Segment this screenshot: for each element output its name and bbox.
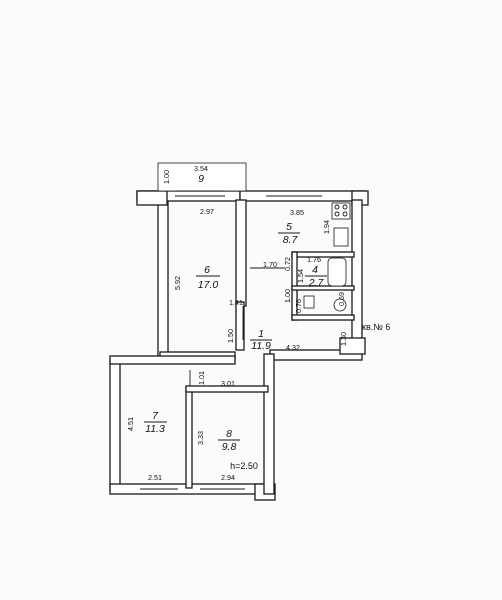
wall-room6-left [157,194,169,361]
balcony-room-9 [157,162,247,192]
burner-icon [342,211,348,217]
windows [140,162,322,495]
dim-hall-length: 4.32 [286,343,300,352]
dim-room8-length: 3.33 [196,431,205,445]
wall-bath-wc [291,285,355,291]
burner-icon [334,204,340,210]
wall-corridor-stub [235,301,245,351]
wall-right [351,199,363,351]
washbasin-icon [303,295,315,309]
wall-room7-top [109,355,236,365]
sink-icon [333,227,349,247]
dim-corridor-width: 1.50 [226,329,235,343]
dim-bath-c: 0.69 [337,292,346,306]
dim-bath-d: 1.00 [283,289,292,303]
dim-balcony-depth: 1.00 [162,170,171,184]
burner-icon [334,211,340,217]
dim-room6-length: 5.92 [173,276,182,290]
room-number-9: 9 [198,173,204,185]
wall-room6-outer-tab [136,190,168,206]
wall-hall-right-tab [339,337,366,355]
dim-entrance-width: 1.30 [339,332,348,346]
dim-kitchen-width: 3.85 [290,208,304,217]
dim-bath-width: 1.76 [307,255,321,264]
dimensions: 3.54 1.00 2.97 5.92 3.85 1.94 1.76 1.54 … [126,164,348,482]
room-area-8: 9.8 [222,441,237,453]
wall-bath-top [291,251,355,258]
stove-icon [331,202,351,220]
toilet-icon [333,298,347,312]
fixtures [189,202,351,393]
dim-room7-length: 4.51 [126,417,135,431]
room-area-6: 17.0 [198,279,219,291]
room-area-7: 11.3 [145,423,165,435]
walls [109,190,369,501]
dim-bath-b: 0.76 [294,299,303,313]
dim-bath-depth: 1.54 [296,269,305,283]
wall-bath-bottom [291,314,355,321]
dim-balcony-length: 3.54 [194,164,208,173]
dim-kitchen-depth: 1.94 [322,220,331,234]
bathtub-icon [327,257,347,287]
wall-left-bottom [109,359,121,491]
dim-room8-gap: 1.01 [197,371,206,385]
room-number-7: 7 [152,410,159,422]
dim-bath-a: 0.72 [283,257,292,271]
dim-room8-width: 3.01 [221,379,235,388]
ceiling-height-label: h=2.50 [230,461,258,471]
room-labels: 9 6 17.0 5 8.7 4 2.7 1 11.9 7 11.3 8 9.8 [144,173,327,453]
room-number-4: 4 [312,264,318,276]
dim-corridor-door: 1.41 [229,298,243,307]
wall-room7-room8 [185,387,193,489]
wall-room8-right [263,353,275,495]
dim-room6-width: 2.97 [200,207,214,216]
dim-room7-width: 2.51 [148,473,162,482]
apartment-label: кв.№ 6 [362,322,390,332]
wall-room8-top [185,385,269,393]
room-number-5: 5 [286,221,292,233]
dim-room8-bottom: 2.94 [221,473,235,482]
room-area-1: 11.9 [251,340,271,352]
room-area-5: 8.7 [283,234,299,246]
room-number-1: 1 [258,328,264,340]
room-area-4: 2.7 [308,277,325,289]
room-number-8: 8 [226,428,232,440]
burner-icon [342,204,348,210]
room-number-6: 6 [204,264,210,276]
wall-room6-kitchen [235,199,247,307]
dim-corridor-top: 1.70 [263,260,277,269]
